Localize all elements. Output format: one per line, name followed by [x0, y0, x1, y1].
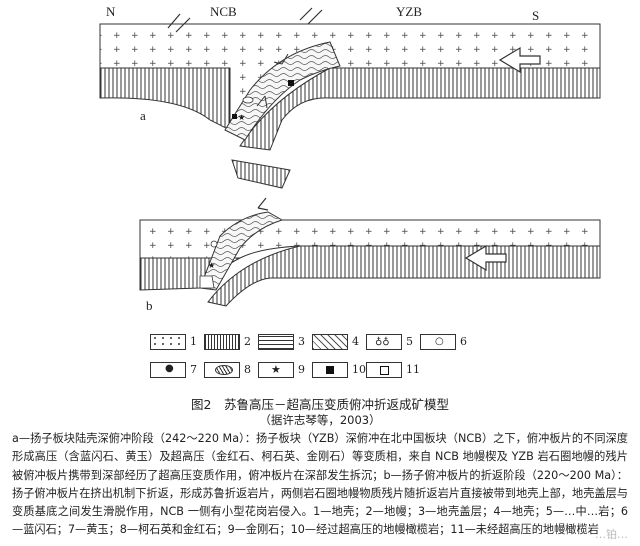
legend-swatch-5: ♁♁	[366, 334, 402, 350]
legend-swatch-6: ○	[420, 334, 456, 350]
panel-b-diagram: ★	[139, 197, 601, 307]
mantle-peridotite-uhp-symbol	[288, 80, 294, 86]
svg-text:★: ★	[238, 113, 245, 122]
label-yzb: YZB	[396, 4, 422, 19]
legend-swatch-11	[366, 362, 402, 378]
panel-b-label: b	[146, 298, 153, 313]
legend-num-3: 3	[298, 335, 305, 348]
legend-num-10: 10	[352, 363, 366, 376]
legend: 1 2 3 4 ♁♁ 5 ○ 6 ● 7 8 ★ 9 10 11	[150, 326, 467, 384]
legend-swatch-2	[204, 334, 240, 350]
legend-num-1: 1	[190, 335, 197, 348]
legend-swatch-1	[150, 334, 186, 350]
push-arrow	[498, 46, 541, 74]
label-ncb: NCB	[210, 4, 237, 19]
svg-text:★: ★	[208, 261, 215, 270]
legend-num-6: 6	[460, 335, 467, 348]
push-arrow-b	[464, 244, 507, 272]
label-south: S	[532, 8, 540, 23]
legend-swatch-8	[204, 362, 240, 378]
legend-swatch-3	[258, 334, 294, 350]
legend-swatch-9: ★	[258, 362, 294, 378]
figure-caption: a—扬子板块陆壳深俯冲阶段（242～220 Ma）：扬子板块（YZB）深俯冲在北…	[12, 432, 628, 537]
legend-num-8: 8	[244, 363, 251, 376]
label-north: N	[106, 4, 116, 19]
legend-swatch-4	[312, 334, 348, 350]
figure-source: （据许志琴等，2003）	[259, 413, 381, 427]
panel-a-diagram: + ★	[99, 7, 601, 189]
legend-num-7: 7	[190, 363, 197, 376]
legend-swatch-7: ●	[150, 362, 186, 378]
legend-swatch-10	[312, 362, 348, 378]
legend-num-11: 11	[406, 363, 420, 376]
legend-num-5: 5	[406, 335, 413, 348]
legend-num-9: 9	[298, 363, 305, 376]
panel-a-label: a	[140, 108, 146, 123]
figure-title: 图2 苏鲁高压－超高压变质俯冲折返成矿模型	[191, 397, 449, 412]
legend-num-4: 4	[352, 335, 359, 348]
watermark: …铂…	[595, 528, 628, 541]
legend-num-2: 2	[244, 335, 251, 348]
